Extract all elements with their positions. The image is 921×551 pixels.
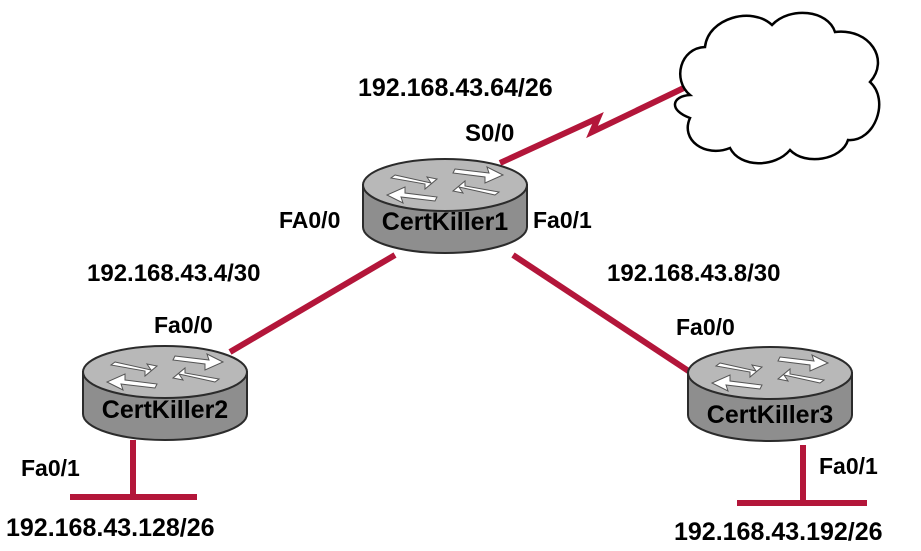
router-name-certkiller2: CertKiller2	[101, 396, 229, 424]
label-network-r1-r3: 192.168.43.8/30	[607, 260, 781, 287]
router-icon-certkiller1	[362, 158, 528, 254]
label-r3-fa00: Fa0/0	[676, 314, 735, 340]
link-r1-r3	[511, 252, 692, 375]
label-network-wan: 192.168.43.64/26	[358, 74, 553, 102]
label-r1-serial-interface: S0/0	[465, 120, 515, 147]
links	[70, 82, 867, 506]
router-name-certkiller1: CertKiller1	[381, 208, 509, 236]
label-network-r1-r2: 192.168.43.4/30	[87, 260, 261, 287]
label-r1-fa01: Fa0/1	[533, 207, 592, 233]
label-network-r3-lan: 192.168.43.192/26	[674, 518, 883, 546]
link-r1-r2	[228, 252, 397, 355]
serial-link-r1-cloud	[498, 82, 692, 166]
router-name-certkiller3: CertKiller3	[706, 401, 834, 429]
router-icon-certkiller2	[82, 345, 248, 441]
label-network-r2-lan: 192.168.43.128/26	[6, 514, 215, 542]
label-r1-fa00: FA0/0	[279, 207, 341, 233]
label-r3-fa01: Fa0/1	[819, 453, 878, 479]
label-r2-fa00: Fa0/0	[154, 312, 213, 338]
label-r2-fa01: Fa0/1	[21, 455, 80, 481]
cloud-icon	[673, 11, 881, 165]
